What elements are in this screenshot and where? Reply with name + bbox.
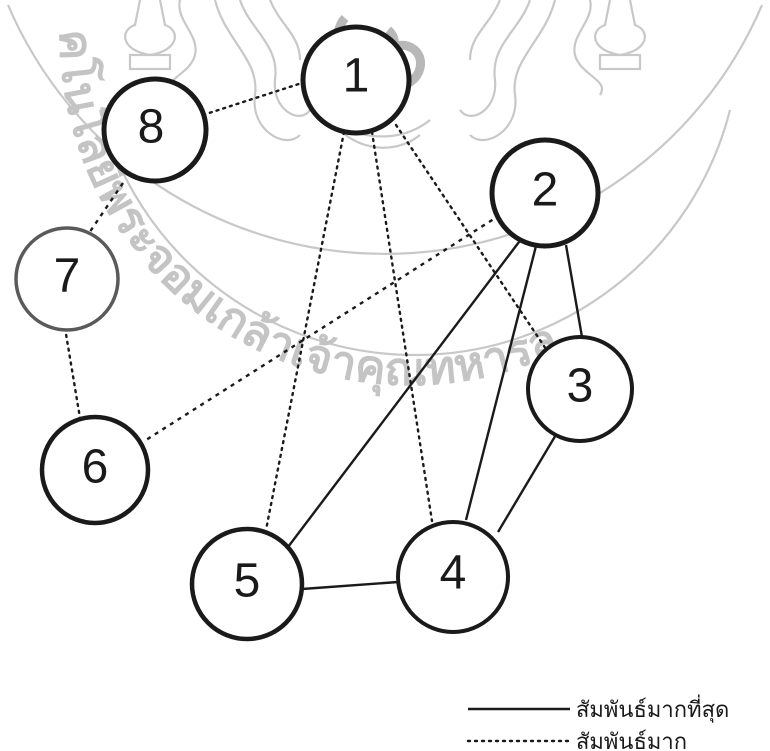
node-2: 2 bbox=[492, 140, 598, 246]
node-5: 5 bbox=[192, 529, 302, 639]
node-1: 1 bbox=[303, 27, 409, 133]
node-8-label: 8 bbox=[138, 101, 165, 154]
node-7: 7 bbox=[16, 228, 118, 330]
edge-2-3-strongest bbox=[566, 245, 582, 337]
legend-strongest-label: สัมพันธ์มากที่สุด bbox=[576, 694, 729, 723]
legend-item-strong: สัมพันธ์มาก bbox=[468, 730, 687, 751]
edge-1-4-strong bbox=[372, 132, 432, 521]
node-8: 8 bbox=[104, 79, 206, 181]
node-2-label: 2 bbox=[532, 164, 559, 217]
edge-3-4-strongest bbox=[498, 428, 560, 532]
node-4-label: 4 bbox=[440, 547, 467, 600]
legend-item-strongest: สัมพันธ์มากที่สุด bbox=[468, 694, 729, 723]
edge-7-6-strong bbox=[65, 328, 80, 418]
edge-4-5-strongest bbox=[302, 582, 398, 589]
node-3-label: 3 bbox=[567, 360, 594, 413]
node-3: 3 bbox=[528, 337, 632, 441]
node-4: 4 bbox=[398, 522, 508, 632]
node-7-label: 7 bbox=[54, 250, 81, 303]
node-5-label: 5 bbox=[234, 555, 261, 608]
node-1-label: 1 bbox=[343, 50, 370, 103]
edge-2-5-strongest bbox=[288, 238, 522, 547]
node-6-label: 6 bbox=[82, 441, 109, 494]
node-6: 6 bbox=[42, 417, 148, 523]
legend: สัมพันธ์มากที่สุด สัมพันธ์มาก bbox=[468, 694, 729, 751]
legend-strong-label: สัมพันธ์มาก bbox=[576, 730, 687, 751]
